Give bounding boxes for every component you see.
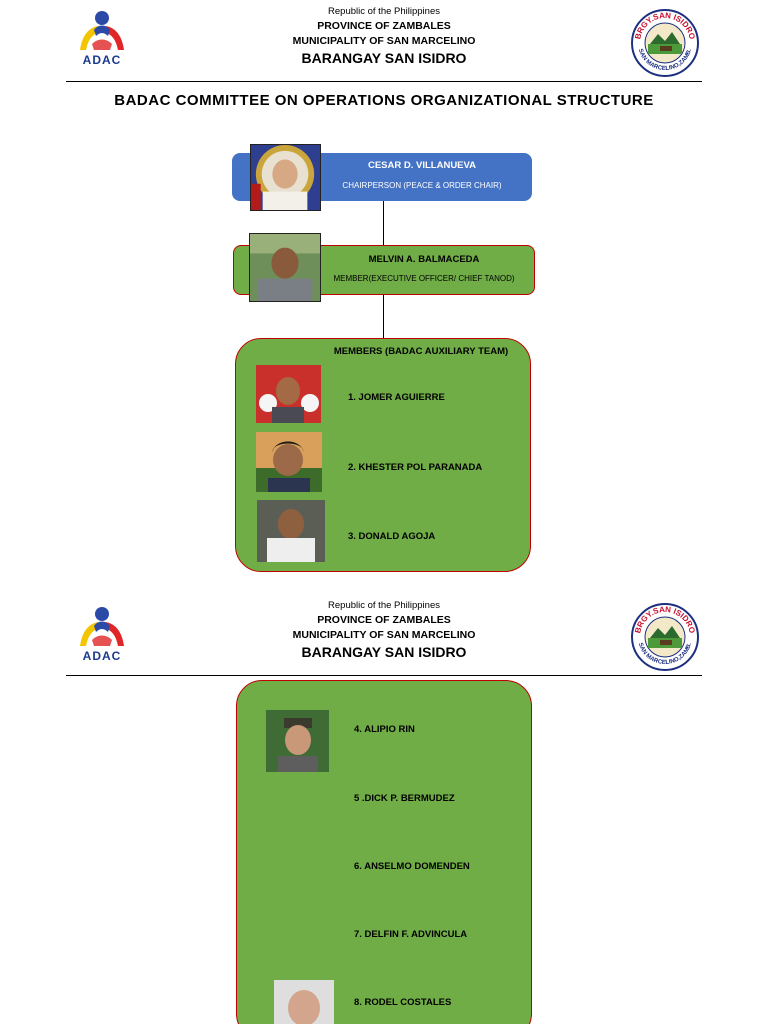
member-2-name: 2. KHESTER POL PARANADA [348,462,483,473]
adac-logo-text: ADAC [82,53,122,67]
adac-hands-logo-icon [80,607,124,646]
header-barangay: BARANGAY SAN ISIDRO [301,644,467,660]
members-heading: MEMBERS (BADAC AUXILIARY TEAM) [333,346,509,357]
header-province: PROVINCE OF ZAMBALES [317,614,451,626]
member-3-name: 3. DONALD AGOJA [348,531,436,542]
member-1-photo [256,365,321,423]
header-republic: Republic of the Philippines [328,6,440,17]
header-barangay: BARANGAY SAN ISIDRO [301,50,467,66]
header-province: PROVINCE OF ZAMBALES [317,20,451,32]
member-2-photo [256,432,322,492]
member-3-photo [257,500,325,562]
barangay-seal-icon: BRGY.SAN ISIDRO SAN MARCELINO,ZAMB. [630,602,700,672]
chairperson-photo [250,144,321,211]
header-municipality: MUNICIPALITY OF SAN MARCELINO [292,629,476,641]
adac-logo: ADAC [72,10,132,72]
connector-line-1 [383,201,384,245]
executive-officer-photo [249,233,321,302]
header-republic: Republic of the Philippines [328,600,440,611]
adac-hands-logo-icon [80,11,124,50]
chairperson-name: CESAR D. VILLANUEVA [367,160,477,171]
header-municipality: MUNICIPALITY OF SAN MARCELINO [292,35,476,47]
member-7-name: 7. DELFIN F. ADVINCULA [354,929,468,940]
header-divider-1 [66,81,702,82]
member-4-name: 4. ALIPIO RIN [354,724,415,735]
adac-logo-2: ADAC [72,606,132,668]
member-5-name: 5 .DICK P. BERMUDEZ [354,793,455,804]
barangay-seal-icon: BRGY.SAN ISIDRO SAN MARCELINO,ZAMB. [630,8,700,78]
chairperson-role: CHAIRPERSON (PEACE & ORDER CHAIR) [342,181,502,190]
member-4-photo [266,710,329,772]
page-header-2: ADAC Republic of the Philippines PROVINC… [0,594,768,674]
header-divider-2 [66,675,702,676]
page-title: BADAC COMMITTEE ON OPERATIONS ORGANIZATI… [114,92,654,109]
member-8-photo [274,980,334,1024]
connector-line-2 [383,295,384,338]
executive-officer-name: MELVIN A. BALMACEDA [368,254,480,265]
member-6-name: 6. ANSELMO DOMENDEN [354,861,470,872]
executive-officer-role: MEMBER(EXECUTIVE OFFICER/ CHIEF TANOD) [333,274,515,283]
page-header-1: ADAC Republic of the Philippines PROVINC… [0,0,768,80]
adac-logo-text: ADAC [82,649,122,663]
member-8-name: 8. RODEL COSTALES [354,997,452,1008]
member-1-name: 1. JOMER AGUIERRE [348,392,445,403]
